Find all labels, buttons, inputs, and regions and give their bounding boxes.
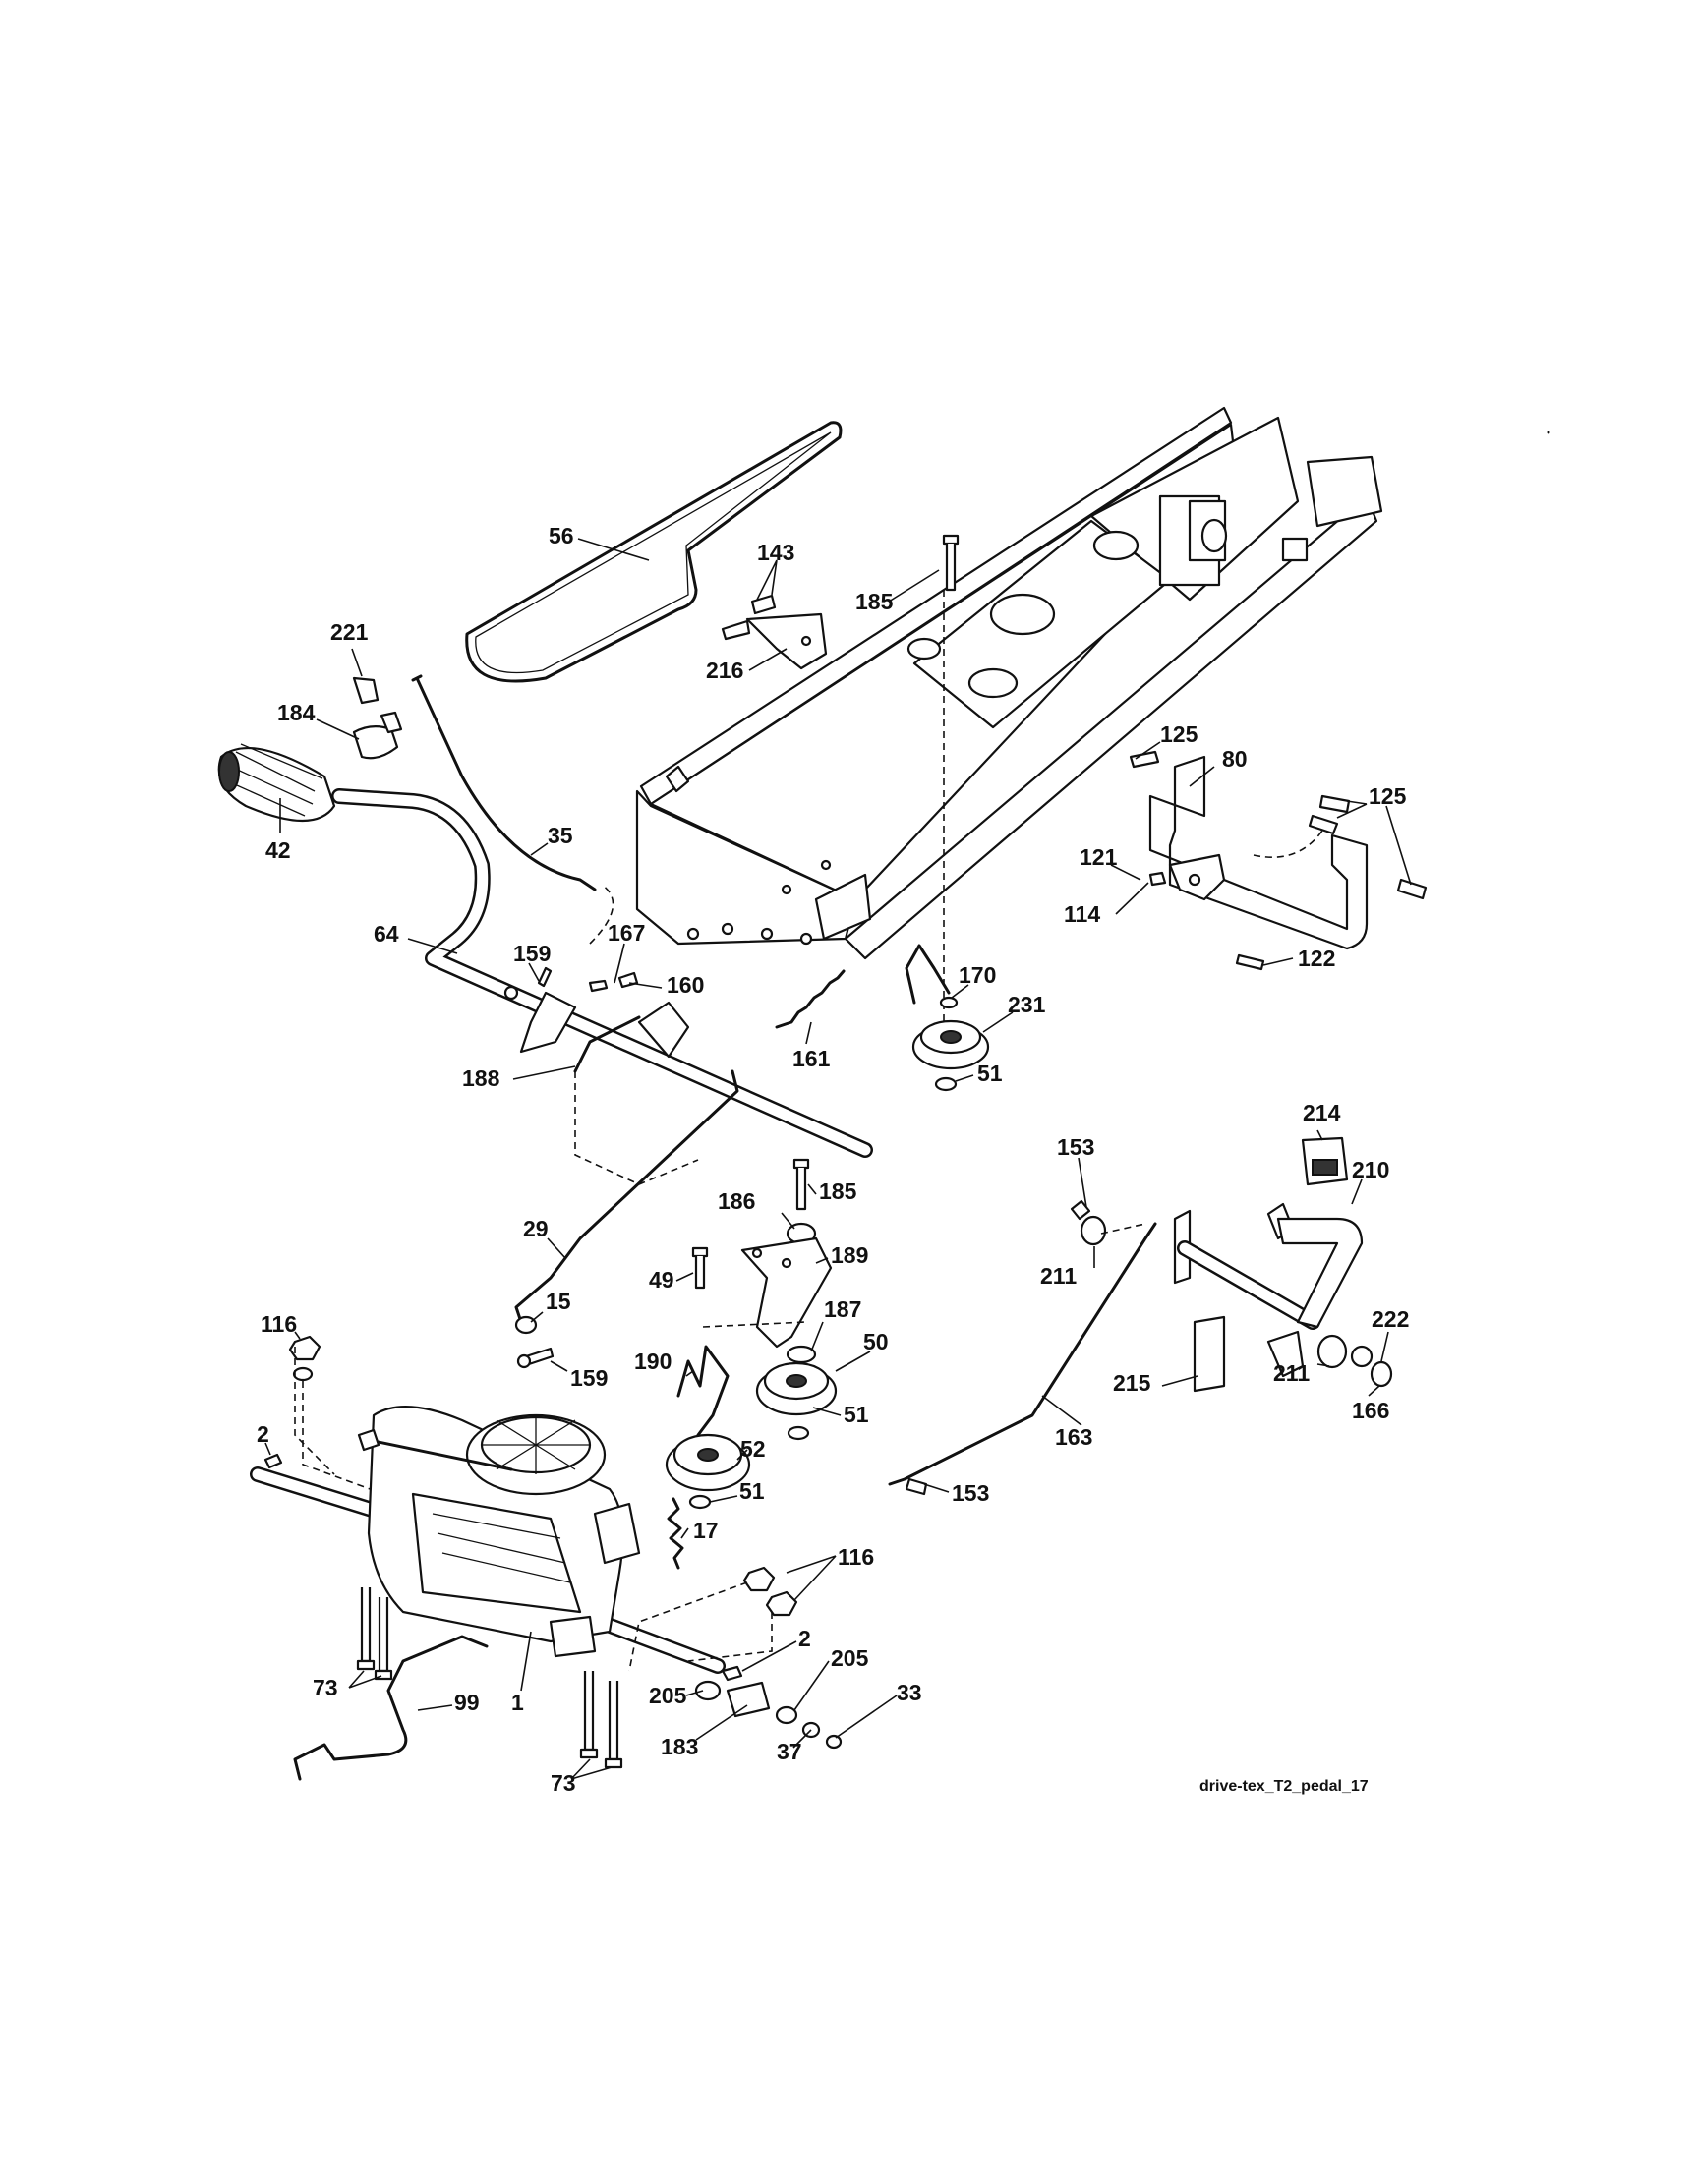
callout-114: 114	[1064, 901, 1100, 927]
drive-belt	[465, 421, 843, 683]
callout-214: 214	[1303, 1100, 1341, 1125]
callout-15: 15	[546, 1289, 571, 1314]
callout-163: 163	[1055, 1424, 1092, 1450]
nuts-116-left	[288, 1335, 384, 1495]
callout-51-mid: 51	[844, 1402, 869, 1427]
callout-210: 210	[1352, 1157, 1389, 1182]
callout-80: 80	[1222, 746, 1248, 772]
callout-184: 184	[277, 700, 316, 725]
callout-186: 186	[718, 1188, 755, 1214]
transaxle-1	[250, 1406, 726, 1674]
callout-190: 190	[634, 1349, 672, 1374]
callout-56: 56	[549, 523, 574, 548]
cap-184	[352, 711, 403, 760]
callout-170: 170	[959, 962, 996, 988]
hardware-15-159	[514, 1315, 555, 1369]
callout-183: 183	[661, 1734, 698, 1759]
key-2-left	[263, 1453, 283, 1469]
callout-37: 37	[777, 1739, 802, 1764]
callout-2-right: 2	[798, 1626, 811, 1651]
callout-17: 17	[693, 1518, 719, 1543]
idler-bracket-189	[691, 1158, 838, 1441]
rod-99	[293, 1635, 489, 1781]
callout-211-right: 211	[1273, 1360, 1310, 1386]
bracket-216	[721, 594, 828, 670]
bolts-73	[356, 1587, 623, 1769]
callout-labels: 56 143 185 216 221 184 42 35 125 80 125 …	[257, 523, 1409, 1796]
callout-116-left: 116	[261, 1311, 297, 1337]
idler-arm-190	[665, 1321, 807, 1570]
cover-80	[1129, 750, 1428, 971]
callout-122: 122	[1298, 946, 1335, 971]
callout-125-top: 125	[1160, 721, 1198, 747]
callout-143: 143	[757, 540, 794, 565]
callout-51-top: 51	[977, 1061, 1003, 1086]
callout-33: 33	[897, 1680, 922, 1705]
callout-121: 121	[1080, 844, 1118, 870]
callout-160: 160	[667, 972, 704, 998]
callout-125-right: 125	[1369, 783, 1407, 809]
idler-pulley-231	[905, 590, 990, 1092]
stray-dot	[1547, 431, 1550, 434]
leader-lines	[264, 538, 1412, 1780]
nuts-116-right	[628, 1566, 798, 1672]
diagram-caption: drive-tex_T2_pedal_17	[1199, 1778, 1369, 1795]
rod-35	[411, 674, 597, 891]
grip-42	[217, 743, 336, 822]
callout-50: 50	[863, 1329, 889, 1354]
callout-166: 166	[1352, 1398, 1389, 1423]
callout-1: 1	[511, 1690, 524, 1715]
callout-231: 231	[1008, 992, 1046, 1017]
callout-167: 167	[608, 920, 645, 946]
callout-185-mid: 185	[819, 1178, 857, 1204]
callout-215: 215	[1113, 1370, 1151, 1396]
key-2-right	[721, 1665, 743, 1682]
callout-29: 29	[523, 1216, 549, 1241]
callout-153-top: 153	[1057, 1134, 1094, 1160]
callout-159-mid: 159	[570, 1365, 608, 1391]
shift-lever-64	[331, 788, 873, 1158]
frame-assembly	[635, 406, 1383, 960]
callout-52: 52	[740, 1436, 766, 1462]
brake-pedal-assembly	[888, 1136, 1393, 1496]
callout-73-left: 73	[313, 1675, 338, 1700]
callout-222: 222	[1372, 1306, 1409, 1332]
callout-153-low: 153	[952, 1480, 989, 1506]
callout-189: 189	[831, 1242, 868, 1268]
callout-2-left: 2	[257, 1421, 269, 1447]
callout-116-right: 116	[838, 1544, 874, 1570]
callout-64: 64	[374, 921, 399, 947]
callout-73-right: 73	[551, 1770, 576, 1796]
bolt-185-top	[942, 534, 960, 592]
callout-99: 99	[454, 1690, 480, 1715]
callout-161: 161	[792, 1046, 831, 1071]
clip-221	[352, 676, 380, 705]
callout-188: 188	[462, 1065, 500, 1091]
callout-35: 35	[548, 823, 573, 848]
callout-42: 42	[265, 837, 291, 863]
callout-216: 216	[706, 658, 743, 683]
callout-205-right: 205	[831, 1645, 869, 1671]
callout-211-left: 211	[1040, 1263, 1077, 1289]
spring-161	[775, 969, 846, 1029]
callout-187: 187	[824, 1296, 861, 1322]
callout-185: 185	[855, 589, 894, 614]
callout-221: 221	[330, 619, 369, 645]
callout-51-low: 51	[739, 1478, 765, 1504]
callout-49: 49	[649, 1267, 674, 1293]
callout-159-top: 159	[513, 941, 551, 966]
callout-205-left: 205	[649, 1683, 687, 1708]
axle-hardware	[694, 1680, 843, 1750]
